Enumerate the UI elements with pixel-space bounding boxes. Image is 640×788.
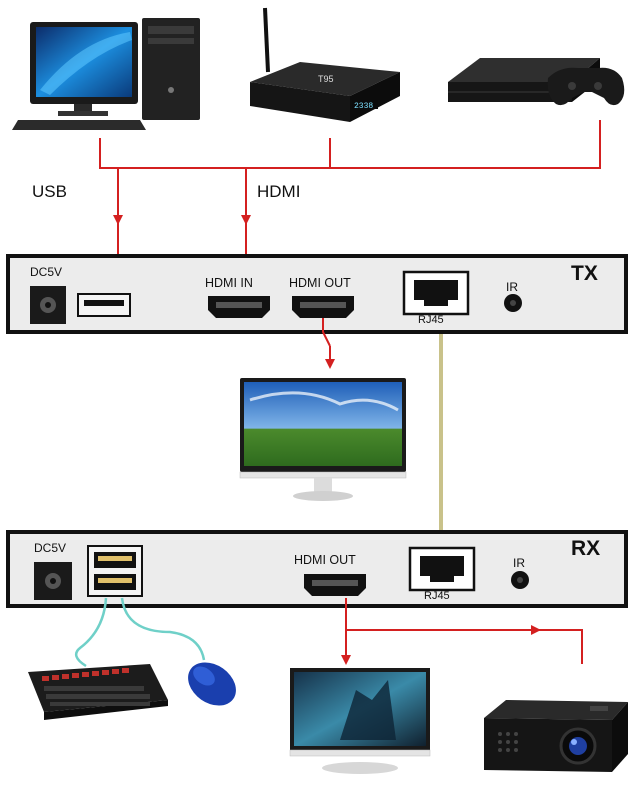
mouse — [180, 654, 244, 715]
keyboard — [28, 664, 168, 720]
game-controller — [548, 68, 625, 105]
rx-receiver-panel — [8, 532, 626, 606]
rx-hdmi-out-label: HDMI OUT — [294, 553, 356, 567]
usb-label: USB — [32, 182, 67, 202]
desktop-computer — [12, 18, 200, 130]
projector — [484, 700, 628, 772]
tx-dc5v-label: DC5V — [30, 265, 62, 279]
tv-box-brand: T95 — [318, 74, 334, 84]
source-cables — [100, 120, 600, 270]
tx-ir-label: IR — [506, 280, 518, 294]
tv-box-display: 2338 — [354, 102, 373, 111]
rx-label: RX — [571, 537, 600, 561]
rx-usb-cables — [76, 598, 204, 666]
hdmi-label: HDMI — [257, 182, 300, 202]
tx-hdmi-in-label: HDMI IN — [205, 276, 253, 290]
remote-monitor — [290, 668, 430, 774]
tx-hdmi-out-label: HDMI OUT — [289, 276, 351, 290]
tx-label: TX — [571, 262, 598, 286]
local-monitor — [240, 378, 406, 501]
android-tv-box: T95 2338 — [250, 8, 400, 122]
rx-dc5v-label: DC5V — [34, 541, 66, 555]
tx-transmitter-panel — [8, 256, 626, 332]
tx-rj45-label: RJ45 — [418, 314, 444, 326]
rx-ir-label: IR — [513, 556, 525, 570]
rx-rj45-label: RJ45 — [424, 590, 450, 602]
